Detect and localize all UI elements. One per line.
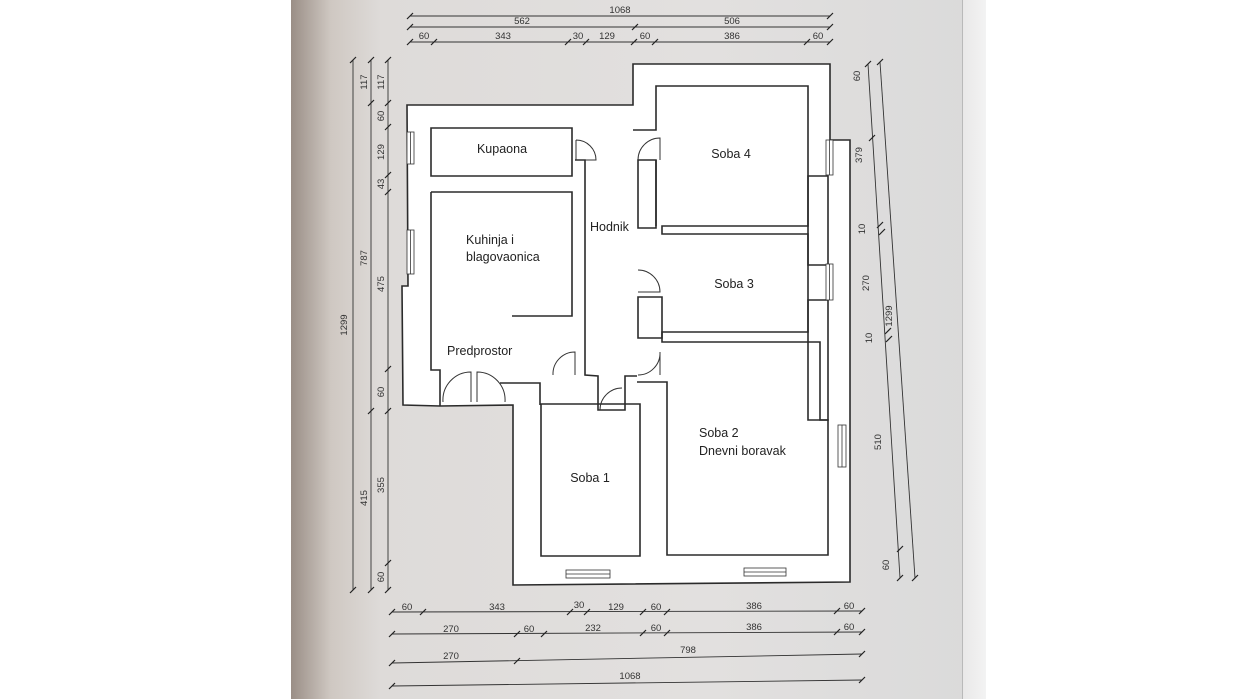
dim-top-seg: 129 (599, 31, 615, 42)
dim-right-seg: 379 (854, 147, 865, 163)
right-dimensions: 60 379 10 270 10 510 60 1299 (852, 58, 919, 582)
kupaona-outline (430, 127, 573, 177)
building-walls (401, 63, 851, 586)
dim-top-seg: 386 (724, 31, 740, 42)
room-label-kupaona: Kupaona (477, 142, 527, 156)
paper-edge (962, 0, 986, 699)
room-label-soba2-1: Soba 2 (699, 426, 739, 440)
dim-bottom-seg2: 60 (844, 622, 855, 633)
room-label-kuhinja-2: blagovaonica (466, 250, 540, 264)
dim-right-seg: 10 (857, 224, 868, 235)
dim-bottom-seg2: 232 (585, 623, 601, 634)
dim-top-seg: 60 (419, 31, 430, 42)
bottom-dimensions: 60 343 30 129 60 386 60 270 60 232 60 38… (388, 600, 866, 690)
room-label-hodnik: Hodnik (590, 220, 630, 234)
dim-bottom-seg: 386 (746, 601, 762, 612)
room-label-soba1: Soba 1 (570, 471, 610, 485)
dim-top-left: 562 (514, 16, 530, 27)
dim-right-seg: 10 (864, 333, 875, 344)
dim-right-seg: 60 (852, 71, 863, 82)
dim-bottom-seg2: 60 (651, 623, 662, 634)
room-label-soba3: Soba 3 (714, 277, 754, 291)
dim-left-mid: 787 (359, 250, 370, 266)
dim-top-total: 1068 (609, 5, 630, 16)
dim-right-seg: 510 (873, 434, 884, 450)
dim-bottom-seg: 343 (489, 602, 505, 613)
dim-top-seg: 343 (495, 31, 511, 42)
room-labels: Kupaona Kuhinja i blagovaonica Hodnik Pr… (447, 142, 787, 485)
dim-bottom-seg: 30 (574, 600, 585, 611)
dim-right-total: 1299 (884, 305, 895, 326)
doors (442, 137, 661, 411)
dim-top-seg: 30 (573, 31, 584, 42)
dim-bottom-seg: 60 (651, 602, 662, 613)
dim-bottom-seg: 129 (608, 602, 624, 613)
dim-top-seg: 60 (813, 31, 824, 42)
dim-left-seg: 117 (376, 74, 387, 89)
dim-top-right: 506 (724, 16, 740, 27)
room-label-kuhinja-1: Kuhinja i (466, 233, 514, 247)
windows (406, 131, 847, 579)
dim-left-seg: 355 (376, 477, 387, 493)
dim-bottom-seg3: 798 (680, 645, 696, 656)
dim-left-total: 1299 (339, 314, 350, 335)
dim-left-seg: 60 (376, 111, 387, 122)
left-dimensions: 1299 117 787 415 117 60 129 43 475 60 35… (339, 56, 392, 594)
room-label-predprostor: Predprostor (447, 344, 512, 358)
dim-left-seg: 129 (376, 144, 387, 160)
dim-left-seg: 43 (376, 179, 387, 190)
dim-bottom-seg2: 60 (524, 624, 535, 635)
dim-left-seg: 475 (376, 276, 387, 292)
dim-bottom-total: 1068 (619, 671, 640, 682)
room-label-soba4: Soba 4 (711, 147, 751, 161)
dim-top-seg: 60 (640, 31, 651, 42)
dim-bottom-seg: 60 (402, 602, 413, 613)
top-dimensions: 1068 562 506 60 343 30 129 60 386 60 (406, 5, 834, 46)
dim-left-mid: 117 (359, 74, 370, 89)
dim-right-seg: 270 (861, 275, 872, 291)
dim-bottom-seg3: 270 (443, 651, 459, 662)
dim-left-seg: 60 (376, 387, 387, 398)
dim-bottom-seg2: 270 (443, 624, 459, 635)
dim-bottom-seg: 60 (844, 601, 855, 612)
dim-left-seg: 60 (376, 572, 387, 583)
room-label-soba2-2: Dnevni boravak (699, 444, 787, 458)
dim-left-mid: 415 (359, 490, 370, 506)
dim-bottom-seg2: 386 (746, 622, 762, 633)
dim-right-seg: 60 (881, 560, 892, 571)
